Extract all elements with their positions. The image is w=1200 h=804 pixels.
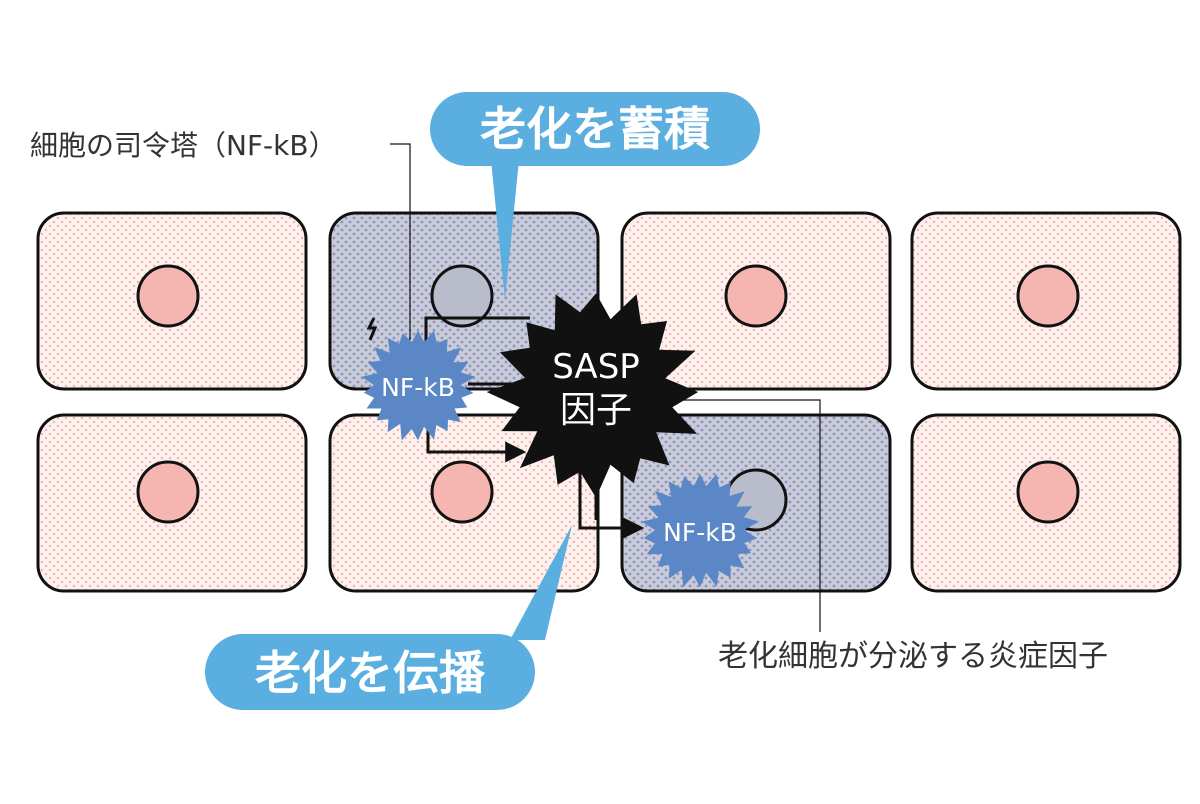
callout-accumulate-text: 老化を蓄積 [480,102,710,156]
nfkb-upper-label: NF-kB [381,373,455,402]
arrow-nfkb-to-lower [426,422,527,463]
label-nfkb-commander: 細胞の司令塔（NF-kB） [30,129,337,162]
callout-propagate-tail [510,525,572,640]
leader-line-sasp [665,399,821,632]
callout-propagate-bubble [205,634,535,710]
nucleus-r2c1 [136,460,200,524]
nucleus-r1c4 [1016,264,1080,328]
label-sasp-description: 老化細胞が分泌する炎症因子 [718,639,1108,674]
nucleus-r1c2 [430,264,494,328]
nucleus-r2c4 [1016,460,1080,524]
nucleus-r1c1 [136,264,200,328]
leader-line-nfkb [390,143,411,340]
nucleus-r2c2 [430,460,494,524]
nucleus-r1c3 [724,264,788,328]
callout-accumulate-tail [490,150,520,300]
sasp-label-line2: 因子 [560,390,632,431]
sasp-label-line1: SASP [552,347,640,387]
arrow-sasp-to-nfkb-lower [578,470,645,539]
sasp-burst [486,293,699,498]
nfkb-burst-lower [641,473,760,588]
nfkb-burst-upper [361,330,476,441]
nfkb-lower-label: NF-kB [663,518,737,547]
callout-propagate-text: 老化を伝播 [255,646,486,700]
callout-accumulate-bubble [430,92,760,166]
lightning-icon [366,317,378,341]
